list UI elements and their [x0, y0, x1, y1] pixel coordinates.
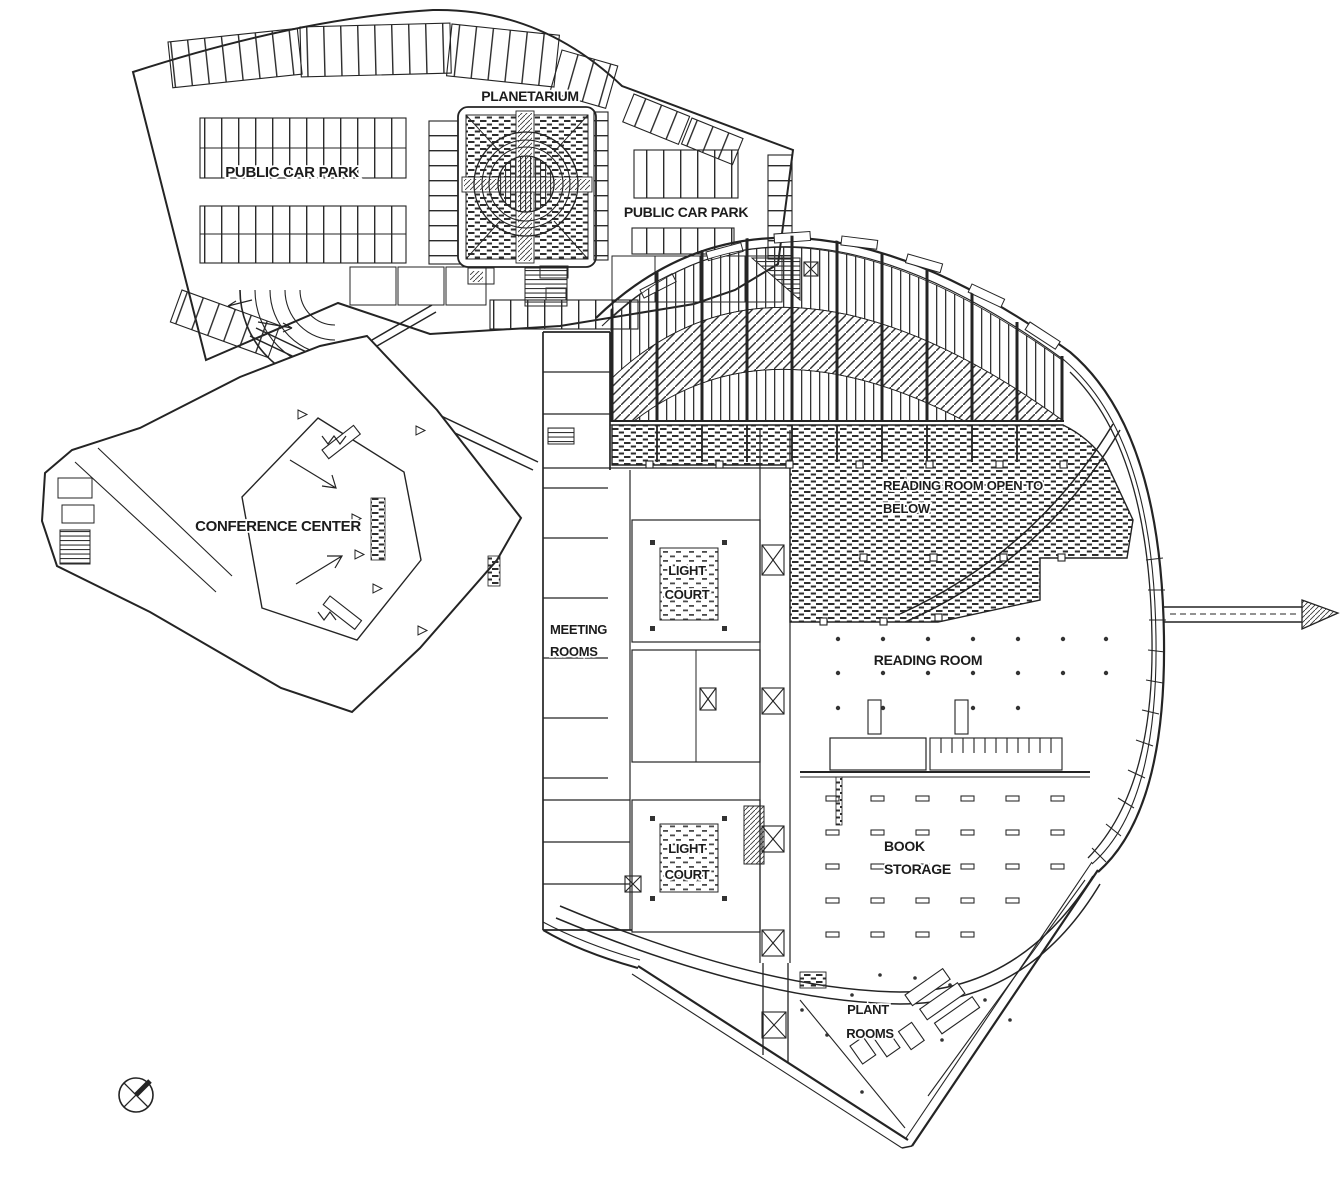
- car-park-east-label: PUBLIC CAR PARK: [624, 204, 749, 220]
- stair-hatch-2: [547, 427, 575, 445]
- book-storage-label-2: STORAGE: [884, 861, 951, 877]
- flow-arrows: [289, 435, 347, 621]
- lift-shafts: [624, 544, 785, 957]
- plant-rooms-label-1: PLANT: [847, 1002, 889, 1017]
- stair-hatch: [524, 267, 568, 307]
- north-compass-icon: [118, 1077, 154, 1113]
- stair-run: [743, 805, 765, 865]
- conference-outline: [40, 334, 523, 714]
- reading-open-label-1: READING ROOM OPEN TO: [883, 478, 1043, 493]
- plant-rooms-label-2: ROOMS: [846, 1026, 894, 1041]
- car-park-west-label: PUBLIC CAR PARK: [225, 164, 359, 181]
- conference-center-area: CONFERENCE CENTER: [40, 334, 523, 714]
- rotunda-outer-wall: [595, 236, 1166, 873]
- conference-hall: [241, 417, 422, 641]
- planetarium-area: PLANETARIUM: [457, 86, 597, 301]
- plant-equipment: [849, 967, 981, 1065]
- light-court-upper-label-1: LIGHT: [668, 563, 706, 578]
- roof-truss: [610, 235, 1064, 421]
- conference-center-label: CONFERENCE CENTER: [195, 518, 361, 535]
- planetarium-dome: [473, 131, 579, 237]
- reading-room-open-area: READING ROOM OPEN TO BELOW: [611, 423, 1134, 626]
- rotunda-area: READING ROOM OPEN TO BELOW: [542, 230, 1340, 1149]
- jetty-point: [1301, 599, 1340, 631]
- light-court-lower-area: LIGHT COURT: [631, 799, 761, 933]
- issue-desk: [929, 737, 1063, 771]
- car-park-east-area: PUBLIC CAR PARK: [593, 93, 793, 261]
- book-storage-label-1: BOOK: [884, 838, 925, 854]
- light-court-lower-label-1: LIGHT: [668, 841, 706, 856]
- south-prow: PLANT ROOMS: [542, 861, 1101, 1149]
- meeting-rooms-label-2: ROOMS: [550, 644, 598, 659]
- reading-room-label: READING ROOM: [874, 652, 982, 668]
- central-block: MEETING ROOMS LIGHT COURT LIGHT COURT: [542, 331, 791, 963]
- light-court-upper-label-2: COURT: [665, 587, 710, 602]
- east-jetty: [1164, 599, 1340, 631]
- light-court-lower-label-2: COURT: [665, 867, 710, 882]
- rim-gallery: [1069, 371, 1166, 863]
- door-swings: [297, 409, 429, 636]
- reading-room-area: READING ROOM: [800, 636, 1109, 778]
- planetarium-label: PLANETARIUM: [481, 88, 579, 104]
- meeting-rooms-label-1: MEETING: [550, 622, 607, 637]
- reading-open-label-2: BELOW: [883, 501, 931, 516]
- light-court-upper-area: LIGHT COURT: [631, 519, 761, 643]
